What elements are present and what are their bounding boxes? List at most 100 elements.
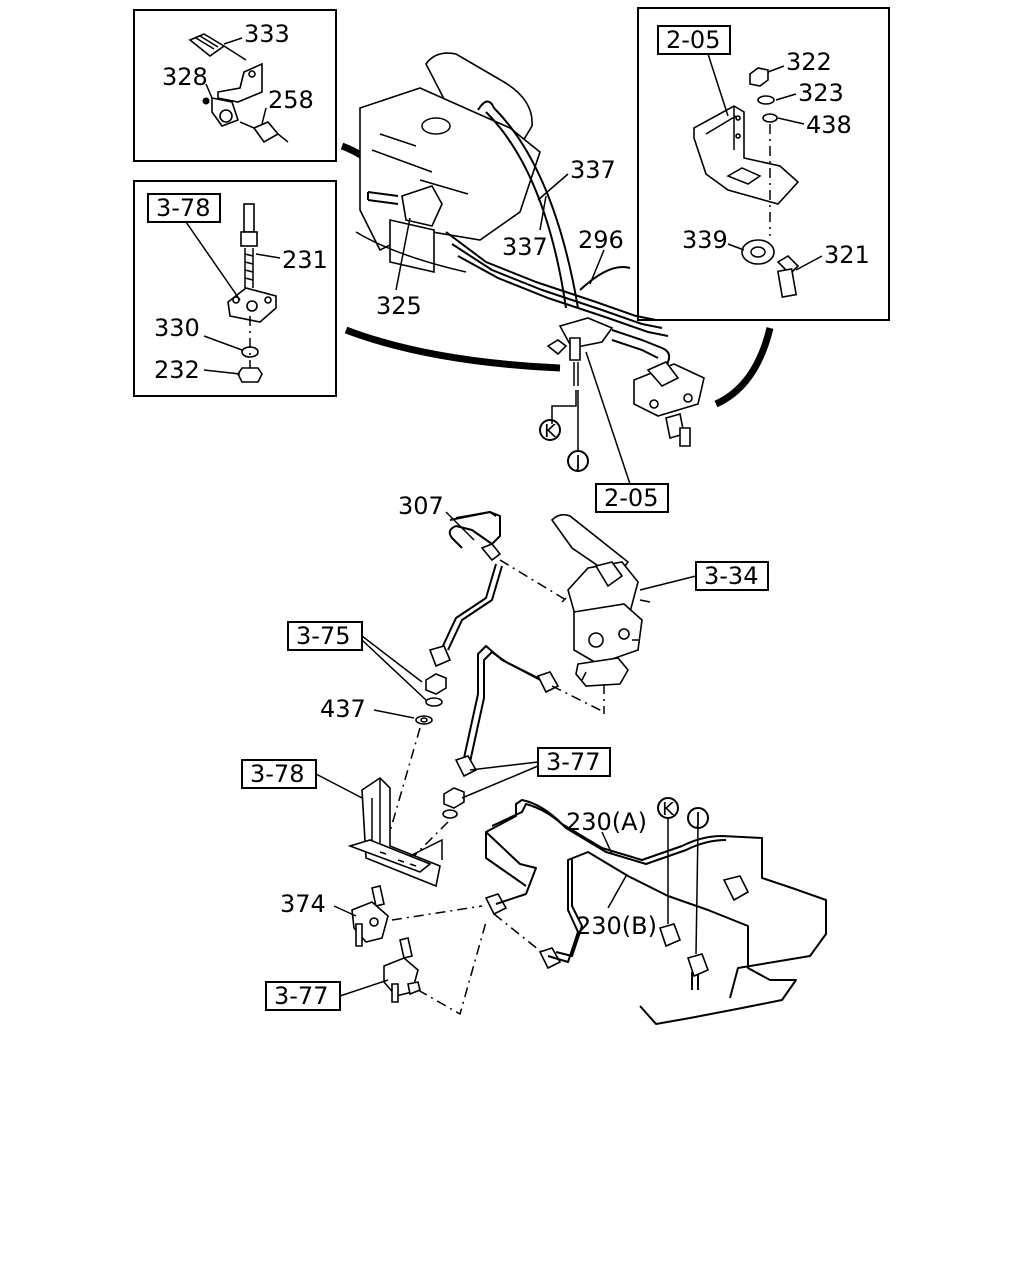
washer-3-75 xyxy=(425,697,443,707)
pipe-307-lower xyxy=(441,563,497,649)
inset-mid-left: 3-78 231 330 232 xyxy=(133,180,337,397)
washer-437 xyxy=(415,715,433,725)
leader-3-77-low xyxy=(339,979,389,997)
marker-j-bottom-label: J xyxy=(694,809,700,830)
ref-3-77-low: 3-77 xyxy=(274,982,328,1010)
callout-232: 232 xyxy=(154,356,200,384)
inset-frame xyxy=(637,7,890,321)
view-arc-3 xyxy=(714,327,774,408)
axis-3-77-valve xyxy=(551,685,605,713)
leader-322 xyxy=(767,65,785,73)
leader-3-77a xyxy=(469,761,539,771)
pipe-nut-k xyxy=(658,923,682,948)
axis-374 xyxy=(391,905,483,921)
nut-232 xyxy=(237,367,263,383)
leader-438 xyxy=(777,117,805,125)
marker-j-top-label: J xyxy=(574,452,580,473)
leader-337a xyxy=(537,173,569,201)
ref-box-3-75 xyxy=(287,621,363,651)
callout-374: 374 xyxy=(280,890,326,918)
marker-j-line xyxy=(695,827,699,955)
ref-box-3-78-inset xyxy=(147,193,221,223)
marker-k-bottom-label: K xyxy=(662,799,675,820)
junction-block xyxy=(611,329,705,447)
leader-2-05 xyxy=(707,53,729,117)
pipe-nut-c xyxy=(722,875,750,902)
leader-296 xyxy=(589,249,605,285)
leader-3-78 xyxy=(185,221,241,301)
valve-325 xyxy=(401,185,443,227)
leader-230a xyxy=(601,831,613,855)
nut-322 xyxy=(749,67,769,87)
callout-337a: 337 xyxy=(570,156,616,184)
axis-307-valve xyxy=(499,559,567,601)
inset-top-right: 2-05 322 323 438 339 321 xyxy=(637,7,890,321)
callout-337b: 337 xyxy=(502,233,548,261)
inset-frame xyxy=(133,9,337,162)
mount-bracket-3-78 xyxy=(347,776,443,888)
leader-323 xyxy=(775,93,797,101)
leader-374 xyxy=(333,905,357,917)
cable-296 xyxy=(579,266,631,291)
hose-337 xyxy=(477,100,579,309)
leader-2-05-mid xyxy=(585,351,631,485)
callout-230a: 230(A) xyxy=(566,808,647,836)
leader-3-75a xyxy=(361,635,423,683)
ref-3-78-main: 3-78 xyxy=(250,760,304,788)
marker-k-top xyxy=(539,419,561,441)
ref-3-77-mid: 3-77 xyxy=(546,748,600,776)
ref-box-2-05-inset xyxy=(657,25,731,55)
pedal xyxy=(425,52,533,147)
bracket-plate xyxy=(227,287,277,323)
connector-k-line xyxy=(551,390,577,424)
callout-230b: 230(B) xyxy=(576,912,657,940)
pipe-bundle-b xyxy=(451,243,663,329)
leader-333 xyxy=(223,37,243,45)
pipe-230b xyxy=(547,851,797,1025)
top-assembly: 337 337 296 325 K J 2-05 xyxy=(355,52,705,513)
nut-307-bottom xyxy=(428,645,452,668)
leader-258 xyxy=(261,107,267,125)
callout-333: 333 xyxy=(244,20,290,48)
ref-box-3-78-main xyxy=(241,759,317,789)
middle-assembly: 3-75 3-34 307 437 3-77 xyxy=(287,492,769,863)
marker-k-top-label: K xyxy=(544,421,557,442)
washer-3-77-mid xyxy=(442,809,458,819)
leader-330 xyxy=(203,335,243,351)
leader-3-77b xyxy=(461,765,539,799)
leader-3-75b xyxy=(361,639,427,701)
washer-330 xyxy=(241,346,259,358)
callout-322: 322 xyxy=(786,48,832,76)
callout-323: 323 xyxy=(798,79,844,107)
callout-321: 321 xyxy=(824,241,870,269)
ref-3-78-inset: 3-78 xyxy=(156,194,210,222)
bottom-assembly: 3-78 374 3-77 xyxy=(241,759,827,1025)
inset-top-left: 333 328 258 xyxy=(133,9,337,162)
axis-tee-pipe xyxy=(417,921,487,1016)
leader-307 xyxy=(445,511,475,541)
ref-box-2-05-mid xyxy=(595,483,669,513)
washer-323 xyxy=(757,95,775,105)
nut-3-77-upper xyxy=(536,671,560,694)
pipe-nut-j xyxy=(686,953,710,978)
brake-valve-3-34 xyxy=(550,513,651,687)
leader-3-34 xyxy=(639,575,697,591)
stud-231 xyxy=(240,203,258,288)
pipe-307 xyxy=(448,511,501,549)
ref-3-34: 3-34 xyxy=(704,562,758,590)
ref-2-05-inset: 2-05 xyxy=(666,26,720,54)
callout-258: 258 xyxy=(268,86,314,114)
inset-frame xyxy=(133,180,337,397)
bracket-328 xyxy=(202,62,263,127)
fitting-333 xyxy=(188,33,247,61)
leader-230b xyxy=(607,875,627,909)
fitting-321 xyxy=(776,254,800,298)
washer-438 xyxy=(762,113,778,123)
ref-3-75: 3-75 xyxy=(296,622,350,650)
callout-438: 438 xyxy=(806,111,852,139)
tee-3-77-lower xyxy=(383,937,421,1003)
cover-plate xyxy=(389,218,435,274)
leader-231 xyxy=(255,253,281,259)
